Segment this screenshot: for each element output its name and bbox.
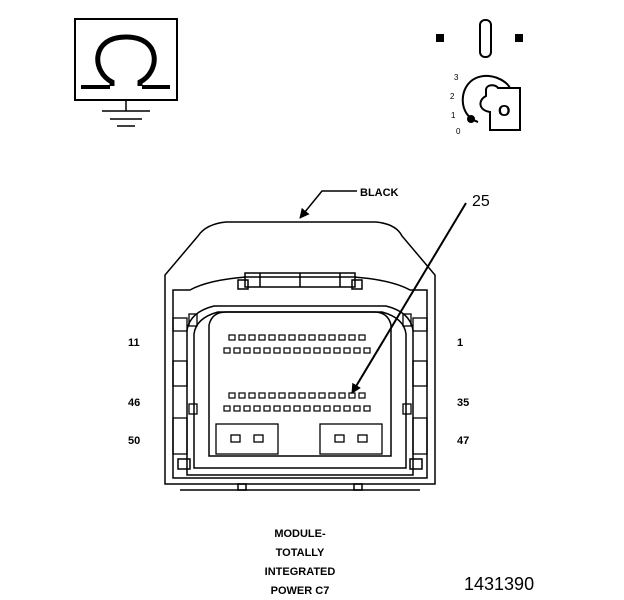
pin-cavity xyxy=(268,392,276,399)
pin-cavity xyxy=(343,347,351,354)
pin-cavity xyxy=(313,347,321,354)
pin-cavity xyxy=(238,392,246,399)
pin-cavities xyxy=(223,334,371,412)
pin-label-50: 50 xyxy=(128,435,140,447)
pin-cavity xyxy=(238,334,246,341)
pin-cavity xyxy=(313,405,321,412)
pin-cavity xyxy=(248,334,256,341)
pin-cavity xyxy=(308,334,316,341)
pin-cavity xyxy=(278,392,286,399)
pin-label-35: 35 xyxy=(457,397,469,409)
caption-line-3: INTEGRATED xyxy=(265,566,336,578)
pin-cavity xyxy=(363,405,371,412)
caption-line-1: MODULE- xyxy=(274,528,326,540)
pin-cavity xyxy=(298,334,306,341)
pin-cavity xyxy=(303,405,311,412)
connector-color-label: BLACK xyxy=(360,187,399,199)
pin-cavity xyxy=(338,334,346,341)
right-side-ribs xyxy=(402,313,428,455)
callout-pin-number: 25 xyxy=(472,193,490,210)
pin-cavity xyxy=(253,347,261,354)
pin-cavity xyxy=(258,334,266,341)
caption-line-4: POWER C7 xyxy=(271,585,330,597)
ignition-position-3: 3 xyxy=(454,73,459,82)
pin-cavity xyxy=(258,392,266,399)
pin-cavity xyxy=(278,334,286,341)
pin-cavity xyxy=(233,405,241,412)
pin-cavity xyxy=(318,392,326,399)
pin-cavity xyxy=(363,347,371,354)
connector-body xyxy=(164,221,436,491)
pin-cavity xyxy=(243,347,251,354)
pin-cavity xyxy=(223,347,231,354)
pin-cavity xyxy=(228,392,236,399)
connector-caption: MODULE- TOTALLY INTEGRATED POWER C7 xyxy=(265,528,336,597)
color-callout: BLACK xyxy=(299,187,399,219)
pin-cavity xyxy=(263,405,271,412)
pin-cavity xyxy=(303,347,311,354)
pin-cavity xyxy=(323,347,331,354)
pin-label-11: 11 xyxy=(128,337,140,349)
pin-cavity xyxy=(263,347,271,354)
pin-cavity xyxy=(333,347,341,354)
pin-cavity xyxy=(293,347,301,354)
pin-cavity xyxy=(283,347,291,354)
pin-cavity xyxy=(233,347,241,354)
pin-label-1: 1 xyxy=(457,337,463,349)
pin-cavity xyxy=(338,392,346,399)
left-side-ribs xyxy=(172,313,198,455)
ignition-position-1: 1 xyxy=(451,111,456,120)
pin-cavity xyxy=(253,405,261,412)
pin-callout: 25 xyxy=(351,193,490,394)
power-cavity-right xyxy=(319,423,383,455)
pin-cavity xyxy=(343,405,351,412)
ignition-key-label: O xyxy=(498,103,510,120)
pin-cavity xyxy=(223,405,231,412)
pin-cavity xyxy=(318,334,326,341)
pin-cavity xyxy=(323,405,331,412)
pin-cavity xyxy=(293,405,301,412)
pin-cavity xyxy=(288,334,296,341)
ignition-position-0: 0 xyxy=(456,127,461,136)
pin-cavity xyxy=(328,334,336,341)
pin-cavity xyxy=(353,347,361,354)
pin-cavity xyxy=(283,405,291,412)
pin-cavity xyxy=(358,392,366,399)
ignition-position-2: 2 xyxy=(450,92,455,101)
power-cavity-left xyxy=(215,423,279,455)
pin-cavity xyxy=(268,334,276,341)
pin-cavity xyxy=(308,392,316,399)
pin-cavity xyxy=(248,392,256,399)
pin-cavity xyxy=(333,405,341,412)
pin-cavity xyxy=(348,392,356,399)
pin-cavity xyxy=(353,405,361,412)
caption-line-2: TOTALLY xyxy=(276,547,325,559)
ignition-key-icon: 3 2 1 0 O xyxy=(436,19,523,136)
pin-cavity xyxy=(273,347,281,354)
pin-cavity xyxy=(348,334,356,341)
figure-number: 1431390 xyxy=(464,574,534,594)
pin-label-47: 47 xyxy=(457,435,469,447)
pin-cavity xyxy=(358,334,366,341)
pin-cavity xyxy=(273,405,281,412)
pin-cavity xyxy=(328,392,336,399)
pin-cavity xyxy=(228,334,236,341)
pin-cavity xyxy=(298,392,306,399)
pin-cavity xyxy=(243,405,251,412)
pin-label-46: 46 xyxy=(128,397,140,409)
ohmmeter-icon xyxy=(74,18,178,127)
pin-cavity xyxy=(288,392,296,399)
